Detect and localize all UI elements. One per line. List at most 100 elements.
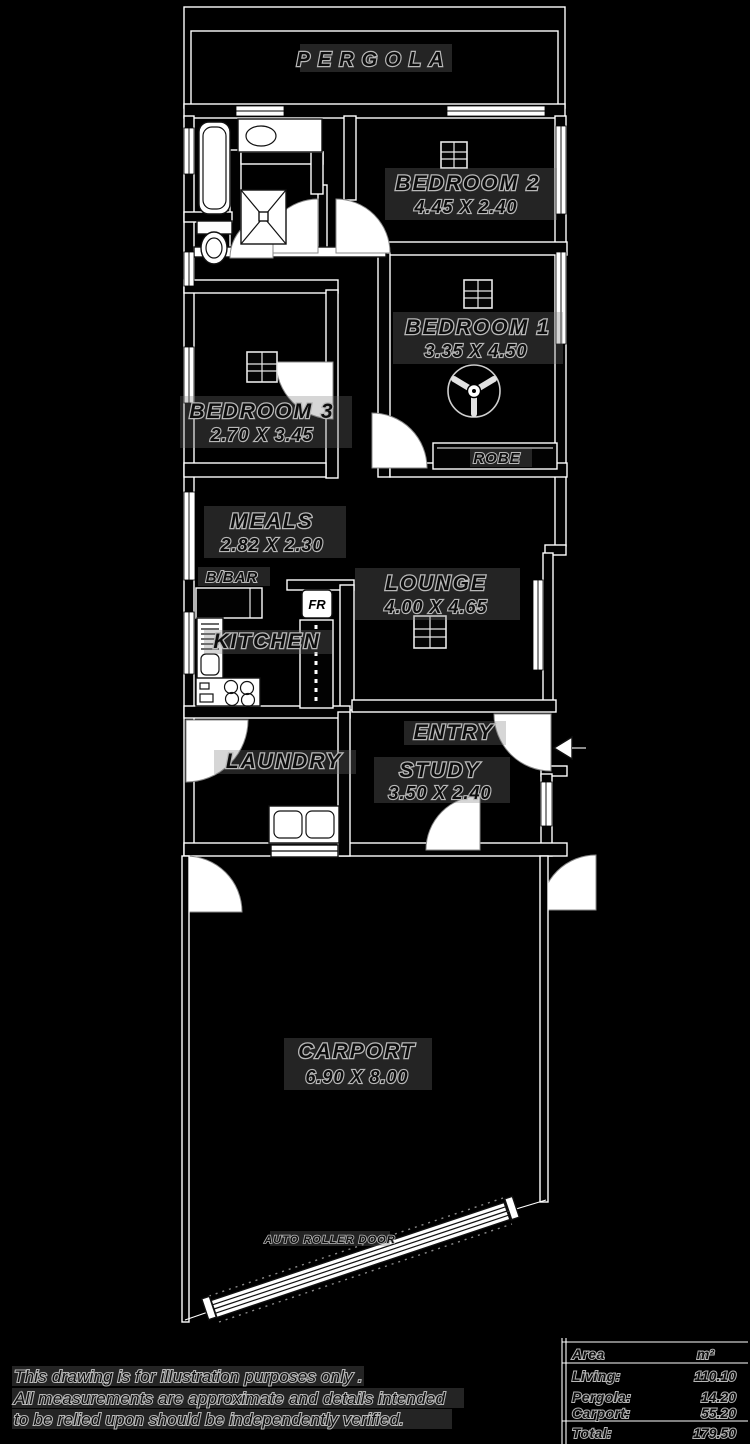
study-door [425, 795, 481, 851]
wall-lounge-bottom [351, 699, 557, 713]
wall-hall-stub [317, 184, 328, 254]
wall-bottom [183, 842, 568, 857]
carport-right-door [540, 854, 597, 911]
vanity-icon [237, 118, 323, 153]
wall-lounge-left [339, 584, 355, 711]
bathtub-icon [198, 121, 231, 215]
table-header-area: Area [571, 1346, 605, 1362]
roller-door-label: AUTO ROLLER DOOR [263, 1234, 395, 1246]
toilet-bowl-icon [200, 231, 228, 265]
robe-label: ROBE [473, 450, 520, 467]
roller-guide-dotted [218, 1223, 513, 1323]
bbar-label: B/BAR [206, 569, 259, 586]
wall-right-mid [542, 552, 554, 703]
wall-porch-stub [540, 765, 568, 777]
bathroom-fixtures [196, 118, 323, 265]
wall-bed3-bottom [183, 462, 327, 478]
bed2-window-icon [440, 141, 468, 169]
lounge-dims: 4.00 X 4.65 [383, 597, 487, 617]
windows [183, 105, 567, 827]
burner-icon [223, 679, 239, 695]
laundry-door [185, 719, 249, 783]
kitchen-fixtures [195, 587, 334, 709]
burner-icon [240, 692, 256, 708]
table-header-unit: m² [697, 1346, 714, 1362]
meals-label: MEALS [230, 510, 314, 533]
bed1-window-icon [463, 279, 493, 309]
laundry-trough-icon [268, 805, 340, 844]
bbar-bench [195, 587, 263, 619]
study-label: STUDY [399, 759, 480, 782]
roller-jamb-left [200, 1295, 218, 1321]
roller-band-line [215, 1214, 509, 1314]
entry-arrow-icon [552, 735, 573, 761]
carport-wall-right [539, 855, 549, 1203]
bedroom3-dims: 2.70 X 3.45 [209, 425, 313, 445]
bed3-window-icon [246, 351, 278, 383]
table-row-living-label: Living: [572, 1368, 621, 1384]
roller-jamb-right [503, 1195, 521, 1221]
roller-band-line [212, 1206, 506, 1306]
carport-structure [181, 855, 549, 1323]
bedroom2-door [335, 198, 391, 254]
shower-drain [258, 211, 269, 222]
window-meals [183, 491, 196, 581]
entry-label: ENTRY [414, 721, 495, 744]
stove-control [199, 693, 214, 703]
carport-dims: 6.90 X 8.00 [305, 1067, 408, 1087]
doors [185, 198, 597, 913]
bedroom2-dims: 4.45 X 2.40 [413, 197, 517, 217]
bedroom2-label: BEDROOM 2 [395, 172, 540, 195]
window-icons [246, 141, 493, 649]
disclaimer-line-3: to be relied upon should be independentl… [14, 1410, 404, 1429]
fridge-label: FR [308, 597, 326, 612]
wall-bed3-top [183, 279, 339, 294]
disclaimer-line-1: This drawing is for illustration purpose… [14, 1367, 363, 1386]
trough-bowl [273, 810, 303, 839]
table-row-pergola-label: Pergola: [572, 1389, 631, 1405]
roller-guide-dotted [208, 1197, 504, 1297]
room-labels: PERGOLA BEDROOM 2 4.45 X 2.40 BEDROOM 1 … [188, 48, 550, 1247]
bedroom1-dims: 3.35 X 4.50 [424, 341, 527, 361]
window-study-right [540, 781, 553, 827]
burner-icon [224, 691, 240, 707]
carport-left-door [185, 855, 243, 913]
laundry-fixtures [268, 805, 340, 858]
bathtub-inner [202, 126, 227, 210]
robe-structure [432, 442, 558, 470]
pergola-label: PERGOLA [297, 49, 452, 71]
table-row-carport-label: Carport: [572, 1405, 630, 1421]
label-backgrounds [12, 44, 563, 1429]
entry-door [493, 713, 552, 772]
bedroom1-label: BEDROOM 1 [405, 316, 550, 339]
meals-dims: 2.82 X 2.30 [219, 535, 323, 555]
carport-label: CARPORT [298, 1040, 416, 1063]
roller-band-line [213, 1210, 508, 1310]
carport-wall-left [181, 855, 190, 1323]
wall-laundry-right [337, 711, 351, 857]
table-row-pergola-value: 14.20 [701, 1389, 736, 1405]
study-dims: 3.50 X 2.40 [388, 783, 491, 803]
bedroom1-door [371, 412, 428, 469]
fridge-icon [301, 589, 333, 619]
lounge-window-icon [413, 615, 447, 649]
burner-icon [239, 680, 255, 696]
ceiling-fan-icon [447, 364, 501, 418]
stove-control [199, 682, 210, 690]
wall-right-jog [544, 544, 567, 556]
robe-box [432, 442, 558, 470]
trough-bowl [305, 810, 335, 839]
kitchen-label: KITCHEN [213, 630, 320, 653]
area-table: Area m² Living: 110.10 Pergola: 14.20 Ca… [561, 1338, 748, 1444]
sink-bowl-icon [200, 653, 220, 676]
basin-icon [245, 125, 277, 147]
wall-bed2-left [343, 115, 357, 201]
disclaimer: This drawing is for illustration purpose… [12, 1366, 446, 1430]
laundry-label: LAUNDRY [226, 750, 342, 773]
table-row-living-value: 110.10 [694, 1368, 736, 1384]
disclaimer-line-2: All measurements are approximate and det… [13, 1389, 445, 1408]
toilet-bowl-inner [205, 237, 223, 259]
table-row-carport-value: 55.20 [701, 1405, 736, 1421]
